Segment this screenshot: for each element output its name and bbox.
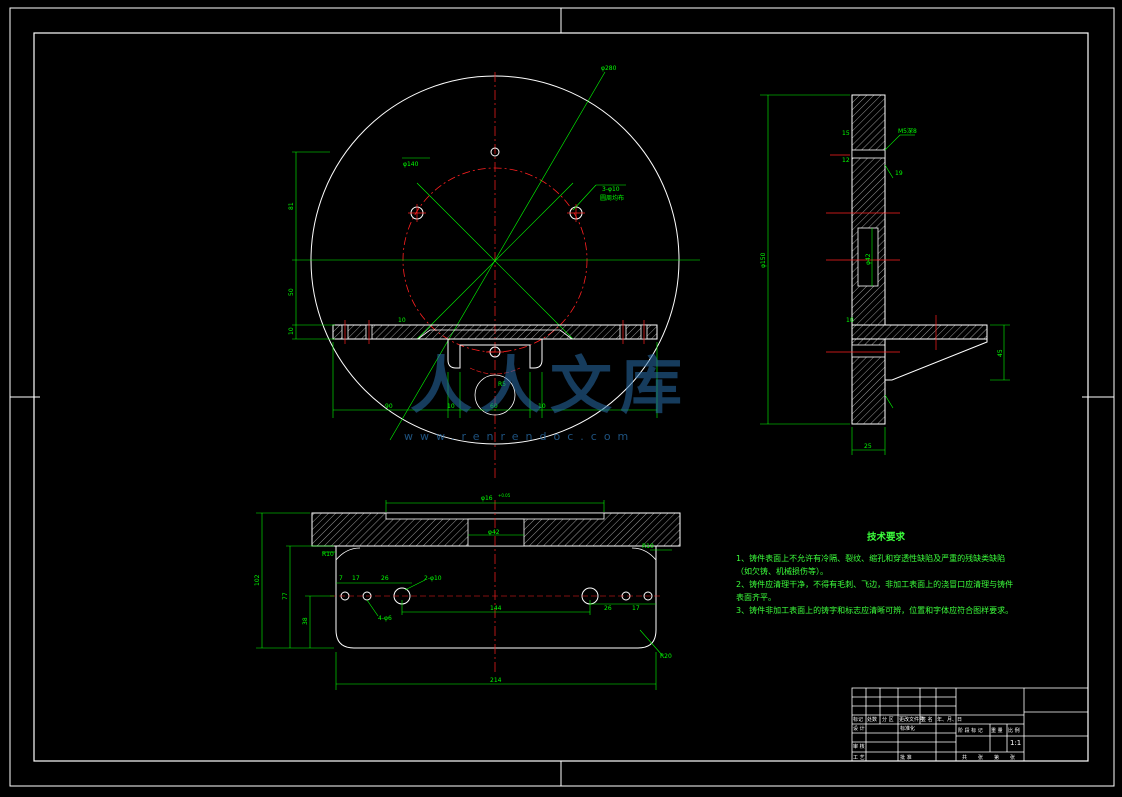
dim-26a: 26 xyxy=(381,575,389,582)
tech-title: 技术要求 xyxy=(866,532,905,543)
dim-38: 38 xyxy=(302,617,309,625)
tb-ratio: 比 例 xyxy=(1008,728,1020,734)
dim-10e: 10 xyxy=(538,403,546,410)
dim-19: 19 xyxy=(895,170,903,177)
tb-standard: 标准化 xyxy=(900,726,916,732)
dim-144: 144 xyxy=(490,605,502,612)
dim-r20: R20 xyxy=(660,653,672,660)
technical-requirements: 技术要求 1、铸件表面上不允许有冷隔、裂纹、缩孔和穿透性缺陷及严重的残缺类缺陷 … xyxy=(736,531,1076,617)
dim-d42-side: φ42 xyxy=(865,253,872,265)
tech-line-2: （如欠铸、机械损伤等）。 xyxy=(736,567,828,576)
dim-25: 25 xyxy=(864,443,872,450)
tb-mark: 标记 xyxy=(853,717,864,723)
dim-d140: φ140 xyxy=(403,161,419,168)
tb-date: 年、月、日 xyxy=(937,717,963,723)
tb-sign: 签 名 xyxy=(921,717,933,723)
dim-81: 81 xyxy=(288,202,295,210)
dim-r5: R5 xyxy=(498,381,506,388)
tb-sheet-total: 共 xyxy=(962,755,968,761)
slot-centerlines xyxy=(344,320,645,344)
dim-90: 90 xyxy=(385,403,393,410)
dim-77: 77 xyxy=(282,592,289,600)
centering-marks xyxy=(10,8,1114,786)
tech-line-3: 2、铸件应清理干净，不得有毛刺、飞边，非加工表面上的浇冒口应清理与铸件 xyxy=(736,580,1014,589)
dim-d42-bottom: φ42 xyxy=(488,529,500,536)
dim-d150: φ150 xyxy=(760,252,767,268)
dim-214: 214 xyxy=(490,677,502,684)
side-flange xyxy=(851,324,988,340)
dim-45: 45 xyxy=(997,349,1004,357)
tech-line-4: 表面齐平。 xyxy=(736,593,776,602)
side-centerlines xyxy=(826,154,937,353)
dim-r10a: R10 xyxy=(322,551,334,558)
dim-10d: 10 xyxy=(846,317,854,324)
tb-sheet-unit2: 张 xyxy=(1010,755,1016,761)
tb-review: 审 核 xyxy=(853,744,865,750)
side-web-upper xyxy=(851,94,886,326)
side-dimension-lines xyxy=(760,94,1010,455)
tb-change-doc: 更改文件号 xyxy=(899,717,925,723)
dim-10a: 10 xyxy=(288,327,295,335)
dim-holes-2: 2-φ10 xyxy=(424,575,442,582)
dim-d16h: φ16 xyxy=(481,495,493,502)
dimension-texts: φ280 φ140 3-φ10 圆周均布 81 50 10 10 90 10 6… xyxy=(254,65,1004,684)
diagonal-leaders xyxy=(389,71,606,441)
dim-holes-note: 圆周均布 xyxy=(600,194,624,202)
dim-10b: 10 xyxy=(398,317,406,324)
watermark-logo-text: 人人文库 xyxy=(410,349,691,422)
tech-line-1: 1、铸件表面上不允许有冷隔、裂纹、缩孔和穿透性缺陷及严重的残缺类缺陷 xyxy=(736,554,1006,563)
tb-approve: 批 准 xyxy=(900,755,912,761)
front-view xyxy=(292,71,700,480)
dim-15: 15 xyxy=(842,130,850,137)
bottom-hole xyxy=(474,374,516,416)
rib-profile xyxy=(417,329,573,340)
title-block-grid xyxy=(851,687,1089,762)
boss-profile xyxy=(447,339,543,369)
dim-d280: φ280 xyxy=(601,65,617,72)
side-bore xyxy=(857,227,879,287)
dim-d16h-tol: +0.05 xyxy=(498,493,511,498)
dim-26b: 26 xyxy=(604,605,612,612)
tb-weight: 重 量 xyxy=(991,728,1003,734)
bottom-center-recess xyxy=(467,518,525,547)
tb-count: 处数 xyxy=(867,717,878,723)
base-plate-outline xyxy=(335,546,657,649)
side-view xyxy=(760,94,1010,455)
tb-sheet-no: 第 xyxy=(994,755,1000,761)
tb-zone: 分 区 xyxy=(882,717,894,723)
side-gusset xyxy=(884,338,988,381)
dim-holes-3: 3-φ10 xyxy=(602,186,620,193)
front-dimension-lines xyxy=(292,151,658,418)
dim-r10b: R10 xyxy=(642,543,654,550)
dim-17a: 17 xyxy=(352,575,360,582)
dim-10c: 10 xyxy=(447,403,455,410)
dim-7: 7 xyxy=(339,575,343,582)
bottom-dimension-lines xyxy=(256,500,672,690)
dim-17b: 17 xyxy=(632,605,640,612)
watermark-url: www.renrendoc.com xyxy=(404,430,636,443)
tb-scale-value: 1:1 xyxy=(1010,739,1022,747)
tb-process: 工 艺 xyxy=(853,755,865,761)
dim-12: 12 xyxy=(842,157,850,164)
dim-holes-4: 4-φ6 xyxy=(378,615,392,622)
dim-60: 60 xyxy=(490,403,498,410)
hole-centermarks xyxy=(408,204,585,353)
tb-design: 设 计 xyxy=(853,726,865,732)
tb-stage: 阶 段 标 记 xyxy=(958,728,983,734)
dim-50: 50 xyxy=(288,288,295,296)
tb-sheet-unit1: 张 xyxy=(978,755,984,761)
bottom-view xyxy=(256,500,681,690)
flange-section xyxy=(332,324,658,340)
dim-102: 102 xyxy=(254,574,261,586)
dim-m5: M5深8 xyxy=(898,127,917,135)
tech-line-5: 3、铸件非加工表面上的铸字和标志应清晰可辨，位置和字体应符合图样要求。 xyxy=(736,606,1014,615)
